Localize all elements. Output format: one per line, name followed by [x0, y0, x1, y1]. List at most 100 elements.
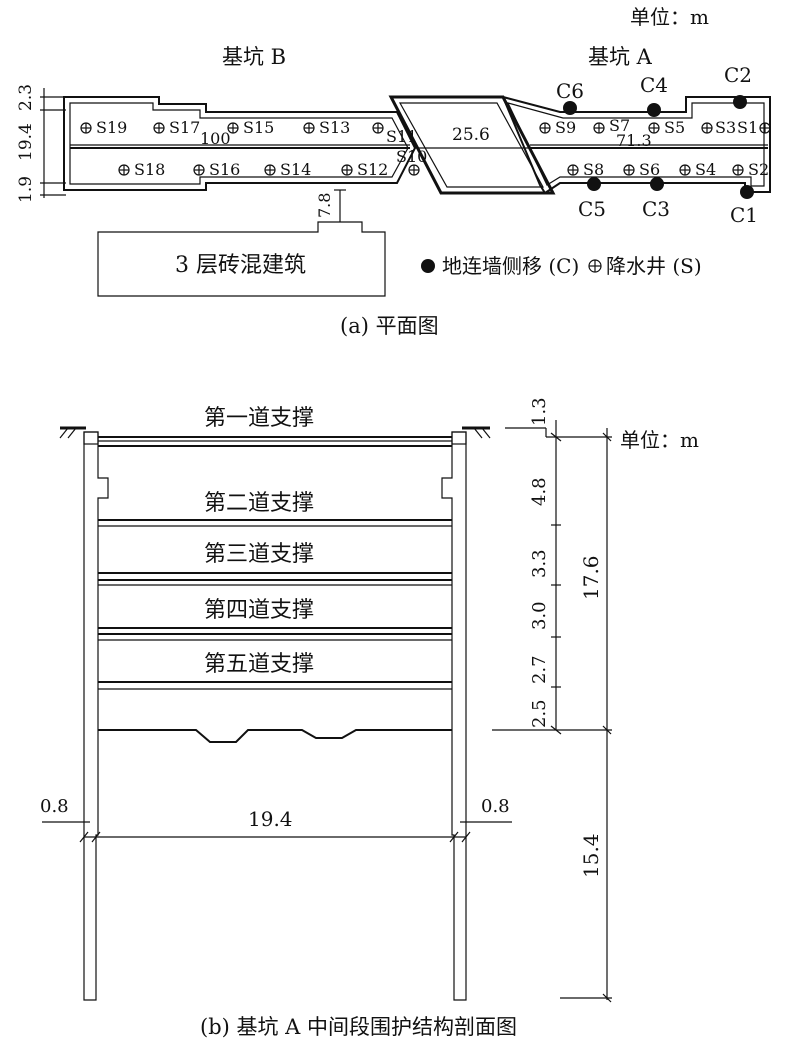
well-label: S9 — [555, 118, 576, 137]
unit-label-top: 单位：m — [630, 5, 709, 29]
well-icon — [227, 122, 239, 134]
strut-5-label: 第五道支撑 — [204, 652, 314, 677]
well-icon — [341, 164, 353, 176]
strut-1-label: 第一道支撑 — [204, 406, 314, 431]
well-icon — [193, 164, 205, 176]
well-icon — [118, 164, 130, 176]
dim-7-8: 7.8 — [315, 193, 334, 218]
pit-a-label: 基坑 A — [588, 45, 653, 69]
dim-3-0: 3.0 — [529, 601, 550, 630]
strut-3-label: 第三道支撑 — [204, 542, 314, 567]
well-label: S13 — [319, 118, 350, 137]
connection-passage: 25.6 — [388, 95, 556, 195]
monitor-dot — [563, 101, 577, 115]
wall-thickness-right: 0.8 — [481, 796, 510, 817]
well-icon — [539, 122, 551, 134]
well-label: S17 — [169, 118, 200, 137]
monitor-points: C6 C4 C2 C5 C3 C1 — [556, 63, 758, 227]
well-label: S4 — [695, 160, 716, 179]
well-icon — [303, 122, 315, 134]
well-label: S5 — [664, 118, 685, 137]
monitor-dot — [647, 103, 661, 117]
dim-15-4: 15.4 — [579, 833, 603, 878]
wall-thickness-left: 0.8 — [40, 796, 69, 817]
section-view: 单位：m — [40, 397, 699, 1039]
dim-17-6: 17.6 — [579, 555, 603, 600]
monitor-dot — [740, 185, 754, 199]
well-icon — [153, 122, 165, 134]
well-label: S18 — [134, 160, 165, 179]
wells-upper: S19 S17 S15 S13 S11 S9 S7 S5 S3 S1 — [80, 116, 771, 146]
depth-dims: 1.3 4.8 3.3 3.0 2.7 2.5 17.6 15.4 — [492, 397, 612, 1003]
dim-25-6: 25.6 — [452, 125, 490, 145]
dim-2-3: 2.3 — [16, 84, 36, 111]
well-label: S3 — [715, 118, 736, 137]
well-label: S19 — [96, 118, 127, 137]
well-label: S8 — [583, 160, 604, 179]
dim-71-3: 71.3 — [616, 131, 652, 150]
well-label: S16 — [209, 160, 240, 179]
monitor-label: C1 — [730, 203, 758, 227]
well-icon — [732, 164, 744, 176]
monitor-label: C2 — [724, 63, 752, 87]
unit-label-bottom: 单位：m — [620, 428, 699, 452]
well-legend-icon — [588, 259, 602, 273]
well-icon — [759, 122, 771, 134]
wells-lower: S18 S16 S14 S12 S10 S8 S6 S4 S2 — [118, 147, 769, 179]
well-label: S6 — [639, 160, 660, 179]
monitor-label: C4 — [640, 73, 668, 97]
monitor-dot — [733, 95, 747, 109]
well-icon — [679, 164, 691, 176]
strut-4-label: 第四道支撑 — [204, 598, 314, 623]
dim-2-5: 2.5 — [529, 699, 550, 728]
well-icon — [408, 164, 420, 176]
monitor-dot — [587, 177, 601, 191]
dim-3-3: 3.3 — [529, 549, 550, 578]
dim-1-9: 1.9 — [16, 176, 36, 203]
plan-legend: 地连墙侧移 (C) 降水井 (S) — [421, 254, 702, 278]
well-label: S15 — [243, 118, 274, 137]
well-label: S1 — [737, 118, 758, 137]
plan-view: 单位：m 基坑 B 基坑 A 25.6 — [16, 5, 771, 338]
well-icon — [648, 122, 660, 134]
plan-left-dims: 2.3 19.4 1.9 — [16, 84, 66, 203]
well-icon — [701, 122, 713, 134]
building: 7.8 3 层砖混建筑 — [97, 189, 386, 297]
pit-b-outline — [63, 96, 417, 191]
retaining-walls — [83, 431, 467, 1001]
monitor-label: C5 — [578, 197, 606, 221]
dim-1-3: 1.3 — [529, 397, 550, 426]
well-icon — [372, 122, 384, 134]
width-dims: 0.8 0.8 19.4 — [40, 796, 512, 843]
strut-2-label: 第二道支撑 — [204, 491, 314, 516]
monitor-label: C3 — [642, 197, 670, 221]
legend-wall-label: 地连墙侧移 (C) — [442, 254, 579, 278]
monitor-label: C6 — [556, 79, 584, 103]
well-label: S11 — [386, 127, 417, 146]
legend-well-label: 降水井 (S) — [606, 254, 702, 278]
plan-caption: (a) 平面图 — [340, 314, 439, 338]
well-icon — [80, 122, 92, 134]
excavation-width: 19.4 — [248, 807, 293, 831]
well-label: S10 — [396, 147, 427, 166]
well-label: S12 — [357, 160, 388, 179]
dim-2-7: 2.7 — [529, 655, 550, 684]
ground-surface — [59, 426, 491, 439]
dim-4-8: 4.8 — [529, 477, 550, 506]
dim-100: 100 — [200, 129, 231, 148]
well-icon — [567, 164, 579, 176]
monitor-legend-icon — [421, 259, 435, 273]
well-icon — [264, 164, 276, 176]
well-label: S2 — [748, 160, 769, 179]
monitor-dot — [650, 177, 664, 191]
well-icon — [593, 122, 605, 134]
well-icon — [623, 164, 635, 176]
struts: 第一道支撑 第二道支撑 第三道支撑 第四道支撑 第五道支撑 — [98, 406, 452, 690]
well-label: S14 — [280, 160, 311, 179]
pit-b-label: 基坑 B — [222, 45, 286, 69]
base-slab — [98, 729, 452, 743]
well-label: S7 — [609, 116, 630, 135]
building-label: 3 层砖混建筑 — [175, 253, 306, 278]
section-caption: (b) 基坑 A 中间段围护结构剖面图 — [200, 1015, 517, 1039]
